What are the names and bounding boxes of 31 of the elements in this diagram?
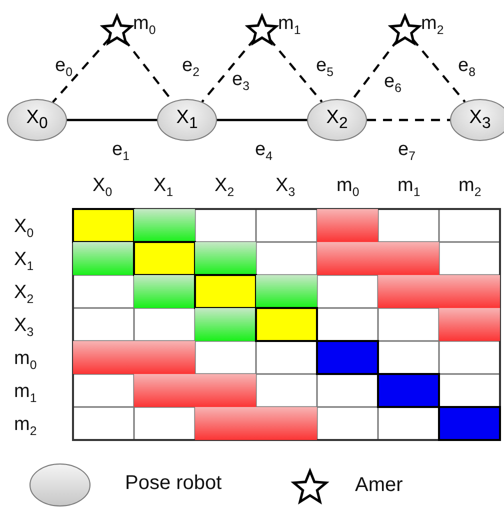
dashed-connector	[367, 118, 450, 122]
connector	[217, 118, 307, 122]
node-label: X$_{1}$	[176, 107, 198, 133]
row-header: X$_{1}$	[14, 250, 34, 272]
column-header: X$_{0}$	[92, 176, 112, 198]
column-header: X$_{2}$	[214, 176, 234, 198]
column-header: m$_{1}$	[398, 176, 420, 198]
node-label: X$_{0}$	[26, 107, 48, 133]
row-header: X$_{2}$	[14, 283, 34, 306]
row-header: m$_{1}$	[14, 382, 37, 404]
star-shape	[388, 13, 422, 46]
node-label: m$_{0}$	[133, 14, 156, 36]
column-header: m$_{2}$	[458, 176, 482, 198]
row-header: X$_{0}$	[14, 217, 34, 240]
node-label: m$_{2}$	[421, 14, 444, 36]
row-header: X$_{3}$	[14, 316, 34, 338]
node-label: m$_{1}$	[278, 14, 301, 36]
row-header: m$_{2}$	[14, 415, 37, 438]
connector	[67, 118, 157, 122]
row-header: m$_{0}$	[14, 349, 37, 372]
column-header: m$_{0}$	[336, 176, 360, 198]
dashed-connector	[52, 38, 110, 103]
star-shape	[245, 13, 279, 46]
legend-label: Pose robot	[125, 473, 222, 493]
node-label: X$_{2}$	[326, 107, 348, 133]
star-shape	[100, 13, 134, 46]
column-header: X$_{3}$	[276, 176, 296, 198]
node-label: X$_{3}$	[469, 107, 491, 133]
legend-label: Amer	[355, 475, 403, 495]
pose-ellipse	[450, 99, 504, 141]
column-header: X$_{1}$	[154, 176, 174, 198]
